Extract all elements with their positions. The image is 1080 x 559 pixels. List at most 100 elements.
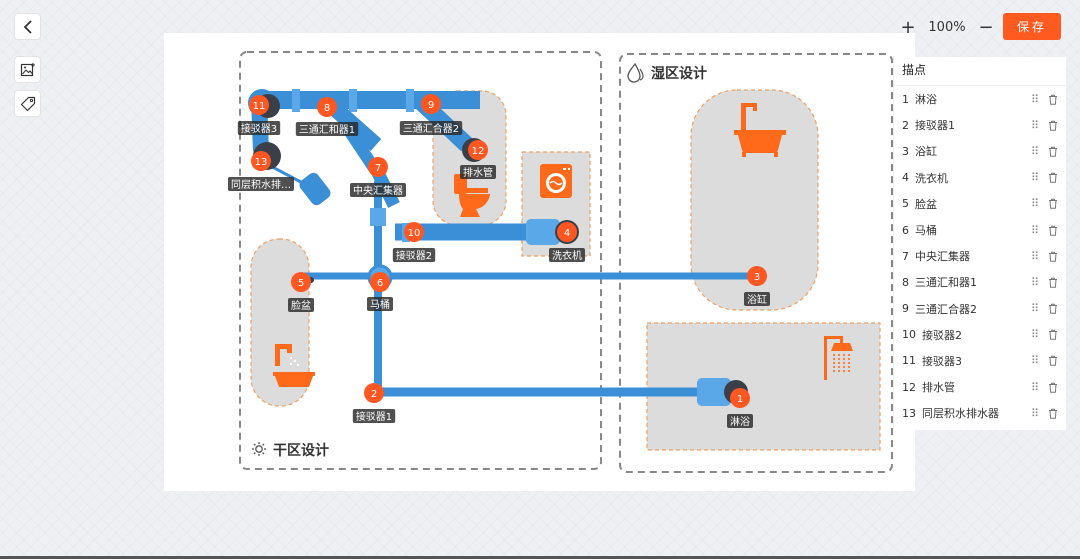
zoom-out-button[interactable]: −	[978, 16, 994, 38]
marker-label: 淋浴	[730, 415, 750, 428]
marker-label-bg	[727, 414, 753, 428]
marker-dot[interactable]	[249, 95, 269, 115]
list-item-name: 洗衣机	[915, 171, 948, 185]
marker-label: 浴缸	[747, 293, 767, 306]
delete-icon[interactable]	[1046, 329, 1060, 341]
drag-handle-icon[interactable]: ⠿	[1030, 249, 1040, 263]
marker-label-bg	[352, 409, 396, 423]
washing-machine-icon	[540, 164, 572, 198]
marker-number: 13	[255, 157, 268, 168]
marker-6[interactable]: 6马桶	[367, 272, 393, 311]
delete-icon[interactable]	[1046, 94, 1060, 105]
tag-tool-button[interactable]	[14, 90, 41, 117]
marker-5[interactable]: 5脸盆	[288, 272, 314, 312]
drag-handle-icon[interactable]: ⠿	[1030, 328, 1040, 342]
list-item-name: 排水管	[922, 381, 955, 395]
drag-handle-icon[interactable]: ⠿	[1030, 92, 1040, 106]
marker-label-bg	[295, 122, 359, 136]
delete-icon[interactable]	[1046, 251, 1060, 262]
marker-dot[interactable]	[368, 157, 388, 177]
delete-icon[interactable]	[1046, 172, 1060, 183]
drag-handle-icon[interactable]: ⠿	[1030, 406, 1040, 420]
delete-icon[interactable]	[1046, 355, 1060, 367]
marker-label: 接驳器3	[241, 122, 277, 135]
back-button[interactable]	[14, 13, 41, 40]
drag-handle-icon[interactable]: ⠿	[1030, 197, 1040, 211]
drag-handle-icon[interactable]: ⠿	[1030, 118, 1040, 132]
drag-handle-icon[interactable]: ⠿	[1030, 171, 1040, 185]
marker-11[interactable]: 11 接驳器3	[237, 95, 281, 135]
drag-handle-icon[interactable]: ⠿	[1030, 354, 1040, 368]
marker-number: 1	[737, 394, 743, 405]
marker-dot[interactable]	[421, 94, 441, 114]
marker-label-bg	[367, 297, 393, 311]
image-tool-button[interactable]	[14, 56, 41, 83]
marker-dot[interactable]	[291, 272, 311, 292]
marker-dot[interactable]	[557, 222, 577, 242]
marker-dot[interactable]	[468, 140, 488, 160]
delete-icon[interactable]	[1046, 225, 1060, 236]
delete-icon[interactable]	[1046, 382, 1060, 393]
water-drop-icon	[627, 62, 644, 83]
tag-icon	[20, 96, 35, 111]
marker-number: 2	[371, 389, 377, 400]
marker-label: 三通汇和器1	[299, 123, 355, 136]
marker-label-bg	[460, 165, 496, 179]
drag-handle-icon[interactable]: ⠿	[1030, 302, 1040, 316]
drag-handle-icon[interactable]: ⠿	[1030, 275, 1040, 289]
drag-handle-icon[interactable]: ⠿	[1030, 380, 1040, 394]
zoom-in-button[interactable]: +	[900, 16, 916, 38]
list-item-name: 中央汇集器	[915, 250, 970, 264]
delete-icon[interactable]	[1046, 198, 1060, 210]
list-item-name: 接驳器1	[915, 119, 955, 133]
delete-icon[interactable]	[1046, 303, 1060, 314]
drag-handle-icon[interactable]: ⠿	[1030, 223, 1040, 237]
marker-number: 11	[253, 101, 266, 112]
marker-dot[interactable]	[404, 222, 424, 242]
marker-dot[interactable]	[730, 388, 750, 408]
delete-icon[interactable]	[1046, 408, 1060, 419]
marker-dot[interactable]	[747, 266, 767, 286]
list-item-name: 接驳器3	[922, 354, 962, 368]
marker-dot[interactable]	[364, 383, 384, 403]
delete-icon[interactable]	[1046, 146, 1060, 157]
marker-label-bg	[392, 248, 436, 262]
save-button[interactable]: 保存	[1003, 13, 1061, 40]
marker-number: 12	[472, 146, 485, 157]
marker-number: 6	[377, 278, 383, 289]
marker-dot[interactable]	[370, 272, 390, 292]
delete-icon[interactable]	[1046, 120, 1060, 131]
sun-icon	[252, 442, 266, 456]
marker-number: 3	[754, 272, 760, 283]
marker-label: 同层积水排…	[231, 178, 291, 191]
wet-zone-frame	[619, 53, 893, 473]
marker-dot[interactable]	[317, 97, 337, 117]
marker-dot[interactable]	[251, 151, 271, 171]
drag-handle-icon[interactable]: ⠿	[1030, 144, 1040, 158]
delete-icon[interactable]	[1046, 277, 1060, 288]
list-item-name: 淋浴	[915, 93, 937, 107]
marker-13[interactable]: 13 同层积水排…	[228, 151, 294, 191]
marker-3[interactable]: 3 浴缸	[744, 266, 770, 306]
marker-1[interactable]: 1 淋浴	[727, 388, 753, 428]
